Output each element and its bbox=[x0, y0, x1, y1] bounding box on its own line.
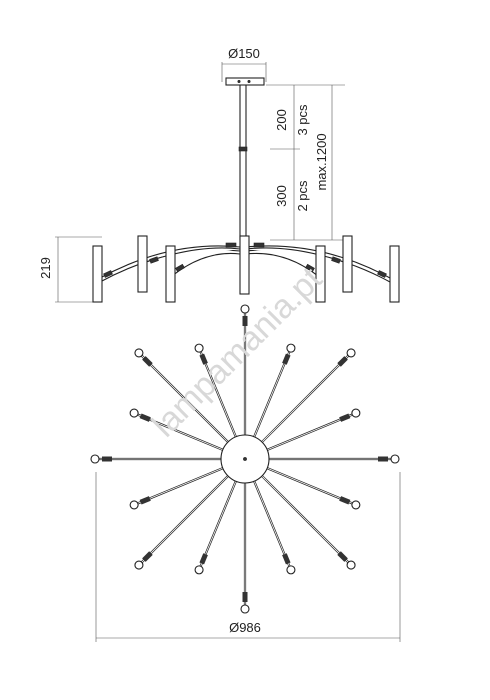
overall-diameter-label: Ø986 bbox=[229, 620, 261, 635]
arm bbox=[90, 454, 245, 464]
arm bbox=[134, 458, 246, 570]
rod-long-label: 300 bbox=[274, 185, 289, 207]
canopy-diameter-label: Ø150 bbox=[228, 46, 260, 61]
side-view: Ø150 200 3 pcs 300 2 pcs max.1200 bbox=[38, 46, 400, 303]
rod-long-count-label: 2 pcs bbox=[295, 180, 310, 212]
top-arms bbox=[90, 304, 400, 614]
rod-short-count-label: 3 pcs bbox=[295, 104, 310, 136]
suspension-rod bbox=[238, 85, 248, 240]
rod-short-label: 200 bbox=[274, 109, 289, 131]
max-length-label: max.1200 bbox=[314, 133, 329, 190]
canopy bbox=[225, 77, 265, 86]
body-height-label: 219 bbox=[38, 257, 53, 279]
arm bbox=[240, 304, 250, 459]
top-view: Ø986 bbox=[90, 304, 401, 642]
rod-dimensions: 200 3 pcs 300 2 pcs max.1200 bbox=[266, 84, 345, 241]
arm bbox=[240, 459, 250, 614]
arm bbox=[134, 348, 246, 460]
arm bbox=[244, 458, 356, 570]
overall-diameter-dimension: Ø986 bbox=[95, 472, 401, 642]
body-height-dimension: 219 bbox=[38, 236, 102, 303]
canopy-dimension: Ø150 bbox=[221, 46, 267, 82]
arm bbox=[245, 454, 400, 464]
arm bbox=[244, 348, 356, 460]
light-bars bbox=[92, 235, 400, 303]
